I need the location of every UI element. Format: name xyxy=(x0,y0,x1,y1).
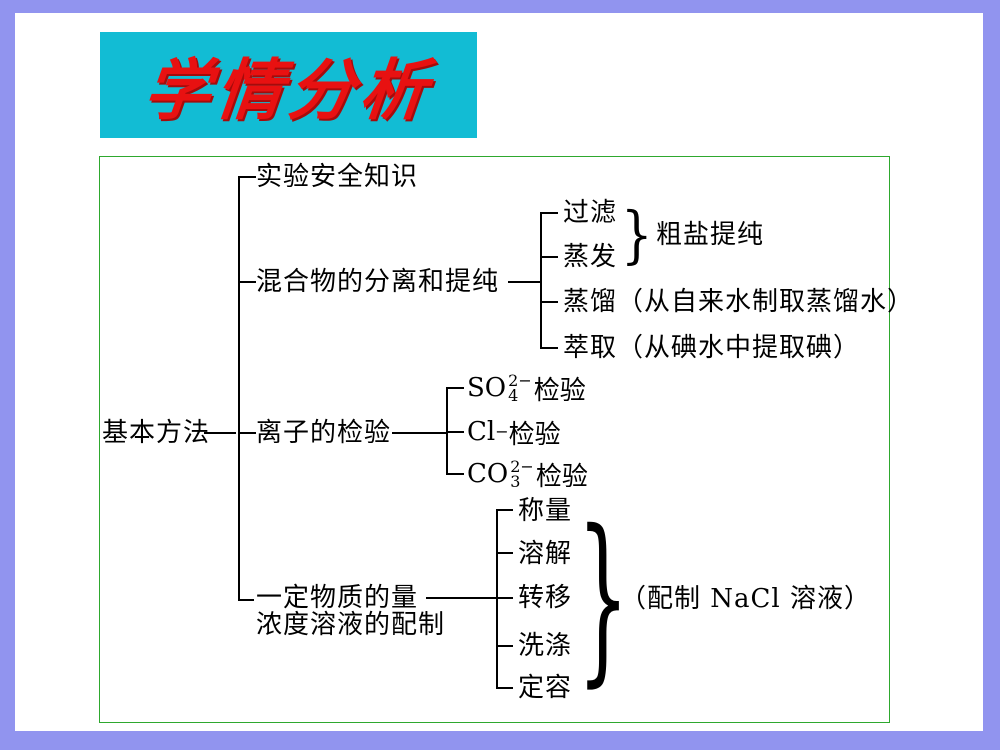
ion-subscript: 4 xyxy=(508,386,519,405)
branch4-label: 一定物质的量 浓度溶液的配制 xyxy=(256,585,445,639)
tree-line xyxy=(238,599,254,601)
slide-title: 学情分析 xyxy=(139,51,437,129)
tree-line xyxy=(540,347,558,349)
tree-line xyxy=(540,256,558,258)
ion-subscript: 3 xyxy=(510,472,521,491)
ion-formula-base: Cl xyxy=(467,417,496,447)
ion-formula-base: CO xyxy=(467,459,509,489)
ion-test-chloride: Cl−检验 xyxy=(467,415,561,450)
methods-tree-diagram: 基本方法 实验安全知识 混合物的分离和提纯 过滤 蒸发 } 粗盐提纯 蒸馏（从自… xyxy=(99,156,913,723)
tree-line xyxy=(446,431,464,433)
tree-line xyxy=(238,281,256,283)
ion-superscript: 2− xyxy=(510,457,534,476)
branch4-step-transfer: 转移 xyxy=(518,583,573,613)
tree-line xyxy=(540,212,558,214)
brace-small: } xyxy=(621,198,653,271)
tree-line xyxy=(238,176,256,178)
branch4-step-dissolving: 溶解 xyxy=(518,539,573,569)
ion-test-suffix: 检验 xyxy=(508,419,561,450)
branch4-step-volume-fixing: 定容 xyxy=(518,673,573,703)
branch4-label-line1: 一定物质的量 xyxy=(256,583,419,613)
ion-sub-sup: 2−4 xyxy=(508,371,532,405)
branch2-item-evaporation: 蒸发 xyxy=(563,242,618,272)
tree-line xyxy=(238,432,256,434)
ion-formula-base: SO xyxy=(467,373,507,403)
branch2-label: 混合物的分离和提纯 xyxy=(256,267,500,297)
tree-line xyxy=(392,432,448,434)
branch4-step-washing: 洗涤 xyxy=(518,631,573,661)
slide: 学情分析 基本方法 实验安全知识 混合物的分离和提纯 过滤 蒸发 } 粗盐提纯 … xyxy=(15,13,983,731)
branch2-group-note: 粗盐提纯 xyxy=(656,220,765,250)
brace-big: } xyxy=(577,491,630,703)
branch2-item-filtration: 过滤 xyxy=(563,198,618,228)
tree-line xyxy=(446,387,464,389)
tree-line xyxy=(496,597,513,599)
branch2-item-extraction: 萃取（从碘水中提取碘） xyxy=(563,333,861,363)
tree-line xyxy=(496,687,513,689)
branch3-label: 离子的检验 xyxy=(256,418,392,448)
tree-line xyxy=(426,597,496,599)
ion-superscript: 2− xyxy=(508,371,532,390)
tree-line xyxy=(540,301,558,303)
tree-line xyxy=(496,509,513,511)
tree-root-label: 基本方法 xyxy=(102,418,211,448)
ion-test-suffix: 检验 xyxy=(533,375,586,406)
branch4-group-note: （配制 NaCl 溶液） xyxy=(620,584,871,614)
tree-line xyxy=(238,176,240,601)
branch1-label: 实验安全知识 xyxy=(256,162,419,192)
tree-line xyxy=(496,645,513,647)
tree-line xyxy=(446,473,464,475)
title-banner: 学情分析 xyxy=(100,32,477,138)
ion-test-suffix: 检验 xyxy=(535,461,588,492)
branch2-item-distillation: 蒸馏（从自来水制取蒸馏水） xyxy=(563,287,915,317)
branch4-label-line2: 浓度溶液的配制 xyxy=(256,610,446,640)
branch4-step-weighing: 称量 xyxy=(518,496,573,526)
ion-superscript: − xyxy=(495,422,509,441)
tree-line xyxy=(508,281,542,283)
tree-line xyxy=(204,432,236,434)
ion-sub-sup: 2−3 xyxy=(510,457,534,491)
tree-line xyxy=(496,552,513,554)
tree-line xyxy=(540,212,542,349)
tree-line xyxy=(496,509,498,689)
